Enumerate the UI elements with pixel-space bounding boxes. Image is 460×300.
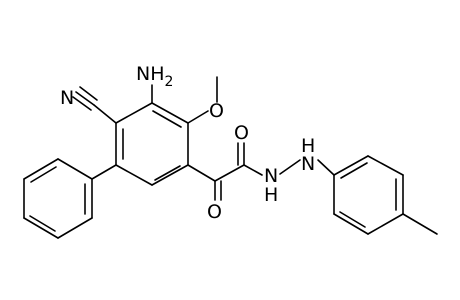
double-bond-ph-c [30, 166, 57, 183]
bond-n2-tolyl [317, 159, 335, 176]
bond-tol-1 [333, 155, 369, 176]
keto-o-label: O [207, 201, 222, 223]
bond-ph-5 [23, 158, 59, 180]
bond-cb-n1 [243, 164, 263, 176]
nh2link-h-label: H [301, 135, 315, 157]
bond-c6-c1 [115, 102, 153, 124]
nh2link-n-label: N [301, 153, 315, 175]
double-bond-c3-c4 [154, 165, 181, 181]
double-bond-tol-c [339, 211, 366, 228]
bond-cn-triple-3 [72, 96, 92, 111]
nh2-label: NH2 [136, 63, 173, 90]
bond-c6-cn [93, 104, 117, 124]
tolyl-ring [333, 155, 438, 235]
hydrazide-nh-2: N H [301, 135, 315, 175]
bond-tol-methyl [402, 213, 438, 235]
bond-c1-c2 [151, 102, 189, 124]
phenyl-ring [23, 158, 117, 239]
bond-ph-3 [23, 217, 59, 239]
label-nh2: NH2 [136, 63, 173, 90]
bond-c3-ca [187, 164, 216, 182]
bond-tol-2 [367, 155, 404, 176]
nitrile-n-label: N [60, 87, 74, 109]
bond-cn-triple-2 [79, 86, 98, 101]
methoxy-o-label: O [209, 100, 224, 122]
methoxy-group [187, 76, 218, 124]
bond-ca-cb [214, 164, 245, 182]
bond-tol-4 [367, 213, 404, 235]
nitrile-group [72, 86, 117, 124]
glyoxyl-chain [187, 142, 335, 201]
bond-c5-phenyl [91, 164, 117, 180]
bond-tol-5 [333, 213, 369, 235]
double-bond-ph-b [29, 215, 56, 232]
nh1-n-label: N [264, 165, 278, 187]
bond-c2-o [187, 110, 209, 124]
double-bond-tol-a [340, 162, 368, 179]
nh1-h-label: H [264, 184, 278, 206]
double-bond-c1-c2 [152, 110, 182, 128]
bond-ph-6 [57, 158, 93, 180]
hydrazide-nh-1: N H [264, 165, 278, 206]
bond-c4-c5 [115, 164, 153, 186]
bond-ph-2 [57, 217, 93, 239]
central-ring [115, 102, 189, 186]
bond-cn-triple-1 [75, 91, 95, 106]
bond-n1-n2 [279, 159, 301, 175]
amide-o-label: O [234, 122, 249, 144]
bond-c3-c4 [151, 164, 189, 186]
